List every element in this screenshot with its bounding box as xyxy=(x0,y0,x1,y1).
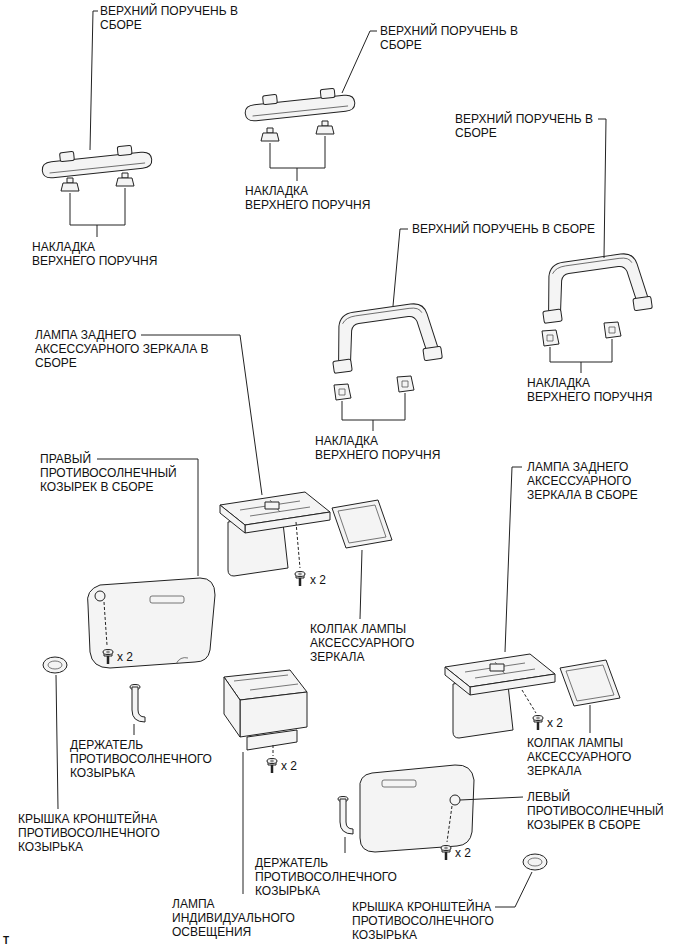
part-label: ВЕРХНИЙ ПОРУЧЕНЬ В СБОРЕ xyxy=(412,222,642,236)
part-label: ЛАМПА ИНДИВИДУАЛЬНОГО ОСВЕЩЕНИЯ xyxy=(172,897,307,939)
assist-grip-loop xyxy=(536,251,652,324)
visor-mirror xyxy=(382,780,416,787)
map-lamp xyxy=(224,677,240,737)
part-label: НАКЛАДКА ВЕРХНЕГО ПОРУЧНЯ xyxy=(245,184,374,212)
part-label: ЛАМПА ЗАДНЕГО АКСЕССУАРНОГО ЗЕРКАЛА В СБ… xyxy=(527,460,677,502)
map-lamp-lens xyxy=(247,730,297,750)
dashed-line xyxy=(296,522,300,568)
part-label: ПРАВЫЙ ПРОТИВОСОЛНЕЧНЫЙ КОЗЫРЕК В СБОРЕ xyxy=(40,452,185,494)
leader-line xyxy=(342,31,377,93)
grip-cover xyxy=(261,128,279,141)
grip-cover xyxy=(334,384,351,400)
dashed-line xyxy=(273,745,274,756)
visor-notch xyxy=(176,658,188,664)
grip-cover xyxy=(116,173,134,186)
part-label: НАКЛАДКА ВЕРХНЕГО ПОРУЧНЯ xyxy=(527,376,656,404)
dashed-line xyxy=(522,690,536,713)
leader-line xyxy=(495,872,532,907)
leader-line xyxy=(393,229,408,306)
quantity-label: x 2 xyxy=(547,716,563,730)
quantity-label: x 2 xyxy=(455,846,471,860)
sun-visor xyxy=(360,765,474,852)
grip-cover xyxy=(542,330,559,346)
lamp-cover xyxy=(332,500,392,548)
visor-mount xyxy=(95,591,105,601)
part-label: КРЫШКА КРОНШТЕЙНА ПРОТИВОСОЛНЕЧНОГО КОЗЫ… xyxy=(352,900,502,942)
part-label: ЛАМПА ЗАДНЕГО АКСЕССУАРНОГО ЗЕРКАЛА В СБ… xyxy=(35,328,220,370)
part-label: ЛЕВЫЙ ПРОТИВОСОЛНЕЧНЫЙ КОЗЫРЕК В СБОРЕ xyxy=(527,790,677,832)
part-label: НАКЛАДКА ВЕРХНЕГО ПОРУЧНЯ xyxy=(32,240,161,268)
part-label: КРЫШКА КРОНШТЕЙНА ПРОТИВОСОЛНЕЧНОГО КОЗЫ… xyxy=(18,812,168,854)
part-label: КОЛПАК ЛАМПЫ АКСЕССУАРНОГО ЗЕРКАЛА xyxy=(310,622,430,664)
screw-symbol xyxy=(103,650,113,665)
leader-line xyxy=(243,752,244,894)
quantity-label: x 2 xyxy=(281,759,297,773)
grip-cover xyxy=(397,376,414,392)
dashed-line xyxy=(104,602,107,645)
part-label: ВЕРХНИЙ ПОРУЧЕНЬ В СБОРЕ xyxy=(455,112,605,140)
bracket-line xyxy=(270,136,325,181)
leader-line xyxy=(505,467,522,652)
assist-grip-bar xyxy=(41,143,153,178)
mirror-lamp xyxy=(445,654,555,738)
part-label: ДЕРЖАТЕЛЬ ПРОТИВОСОЛНЕЧНОГО КОЗЫРЬКА xyxy=(70,738,220,780)
lamp-cover-detail xyxy=(338,505,386,543)
part-label: ВЕРХНИЙ ПОРУЧЕНЬ В СБОРЕ xyxy=(380,24,530,52)
leader-line xyxy=(360,550,362,619)
visor-holder xyxy=(130,685,145,723)
quantity-label: x 2 xyxy=(310,573,326,587)
part-label: НАКЛАДКА ВЕРХНЕГО ПОРУЧНЯ xyxy=(315,434,444,462)
screw-symbol xyxy=(267,759,277,774)
grip-cover xyxy=(61,178,79,191)
figure-mark: T xyxy=(3,934,9,948)
dashed-line xyxy=(447,806,452,842)
bracket-line xyxy=(342,393,405,431)
leader-line xyxy=(90,11,98,150)
part-label: ДЕРЖАТЕЛЬ ПРОТИВОСОЛНЕЧНОГО КОЗЫРЬКА xyxy=(255,856,405,898)
bracket-cover xyxy=(43,657,67,673)
leader-line xyxy=(460,797,523,800)
grip-cover xyxy=(316,121,334,134)
quantity-label: x 2 xyxy=(117,650,133,664)
visor-mount xyxy=(450,795,460,805)
leader-line xyxy=(598,119,606,258)
leader-line xyxy=(590,705,591,733)
map-lamp-detail xyxy=(234,675,298,690)
sun-visor xyxy=(88,578,216,668)
part-label: КОЛПАК ЛАМПЫ АКСЕССУАРНОГО ЗЕРКАЛА xyxy=(527,736,647,778)
visor-holder xyxy=(338,797,353,835)
part-label: ВЕРХНИЙ ПОРУЧЕНЬ В СБОРЕ xyxy=(100,4,250,32)
bracket-line xyxy=(70,188,125,237)
screw-symbol xyxy=(533,716,543,731)
assist-grip-bar xyxy=(244,86,356,121)
lamp-cover xyxy=(560,660,620,706)
mirror-lamp xyxy=(220,492,330,576)
leader-line xyxy=(56,675,58,809)
screw-symbol xyxy=(441,846,451,861)
visor-mirror xyxy=(150,596,184,603)
grip-cover xyxy=(604,322,621,338)
bracket-line xyxy=(550,339,612,373)
screw-symbol xyxy=(295,572,305,587)
bracket-cover xyxy=(523,854,547,870)
lamp-cover-detail xyxy=(566,665,614,701)
leader-line xyxy=(345,837,346,853)
assist-grip-loop xyxy=(326,301,442,374)
leader-line xyxy=(134,724,135,735)
